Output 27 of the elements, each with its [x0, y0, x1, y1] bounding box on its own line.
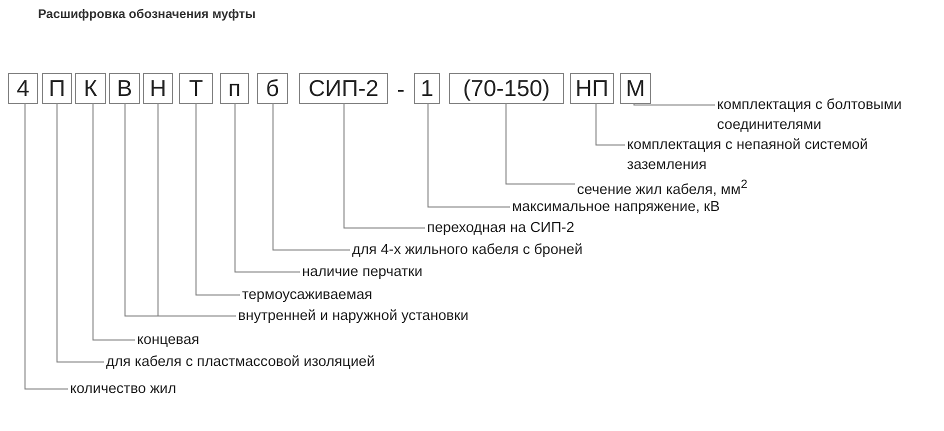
code-letter: СИП-2 — [299, 73, 388, 104]
leader-line — [24, 104, 68, 390]
leader-line — [234, 104, 300, 272]
leader-line — [92, 104, 136, 340]
code-letter: (70-150) — [449, 73, 564, 104]
code-letter: Т — [179, 73, 213, 104]
leader-line — [158, 104, 236, 316]
code-letter: НП — [570, 73, 614, 104]
leader-line — [56, 104, 104, 362]
leader-line — [634, 104, 716, 106]
code-letter: Н — [143, 73, 173, 104]
leader-line — [428, 104, 510, 208]
leader-line — [344, 104, 426, 228]
code-letter: п — [220, 73, 249, 104]
code-letter: 1 — [414, 73, 440, 104]
code-letter: К — [75, 73, 106, 104]
code-letter: 4 — [8, 73, 38, 104]
leader-line — [596, 104, 626, 146]
code-letter: П — [42, 73, 72, 104]
leader-line — [506, 104, 576, 184]
leader-line — [272, 104, 350, 250]
code-letter: М — [620, 73, 651, 104]
leader-line — [196, 104, 240, 296]
code-letter: В — [109, 73, 140, 104]
code-letter: б — [257, 73, 288, 104]
separator-dash: - — [397, 75, 405, 104]
title: Расшифровка обозначения муфты — [38, 7, 256, 21]
